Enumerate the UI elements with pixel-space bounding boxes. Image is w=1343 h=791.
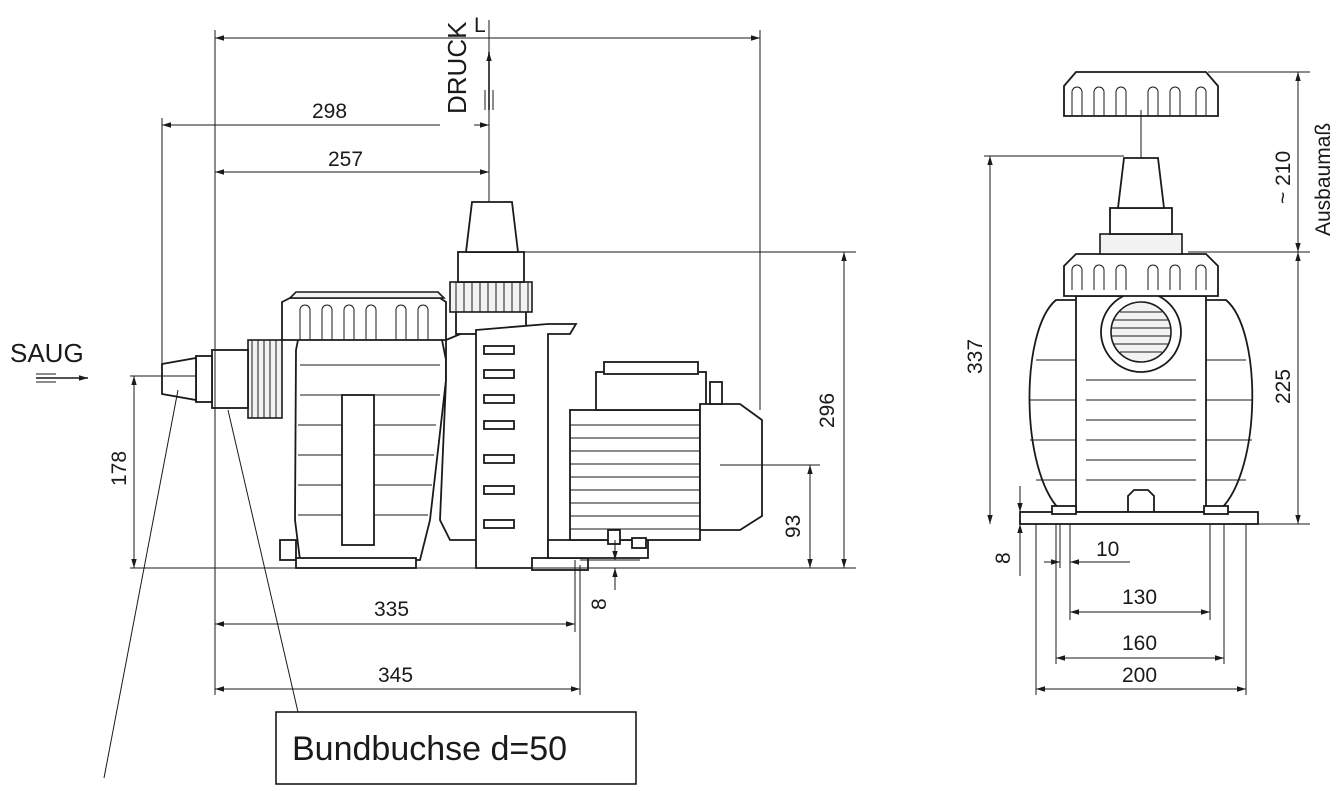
dim-160: 160 xyxy=(1122,632,1157,655)
dim-257: 257 xyxy=(328,148,363,171)
label-flange-bushing: Bundbuchse d=50 xyxy=(292,730,567,768)
dim-8-front: 8 xyxy=(588,598,611,610)
label-suction: SAUG xyxy=(10,338,84,368)
dim-225: 225 xyxy=(1272,369,1295,404)
label-pressure: DRUCK xyxy=(442,21,472,114)
dim-345: 345 xyxy=(378,664,413,687)
pump-side-view xyxy=(1019,71,1259,525)
dim-298: 298 xyxy=(312,100,347,123)
dim-10: 10 xyxy=(1096,538,1119,561)
dim-335: 335 xyxy=(374,598,409,621)
label-removal-dimension: Ausbaumaß xyxy=(1312,123,1335,236)
dim-200: 200 xyxy=(1122,664,1157,687)
dim-337: 337 xyxy=(964,339,987,374)
label-length-symbol: L xyxy=(474,14,486,37)
dim-93: 93 xyxy=(782,515,805,538)
dim-210: ~ 210 xyxy=(1272,151,1295,204)
callout-box xyxy=(275,711,637,785)
front-view-dimensions xyxy=(36,20,856,779)
dim-296: 296 xyxy=(816,393,839,428)
dim-130: 130 xyxy=(1122,586,1157,609)
motor-fins xyxy=(570,424,700,530)
side-view-dimensions xyxy=(984,71,1310,695)
pump-front-view xyxy=(161,201,763,571)
bracket-slots xyxy=(483,345,515,529)
lid-ribs xyxy=(299,304,429,340)
dim-178: 178 xyxy=(108,451,131,486)
dim-8-side: 8 xyxy=(992,552,1015,564)
